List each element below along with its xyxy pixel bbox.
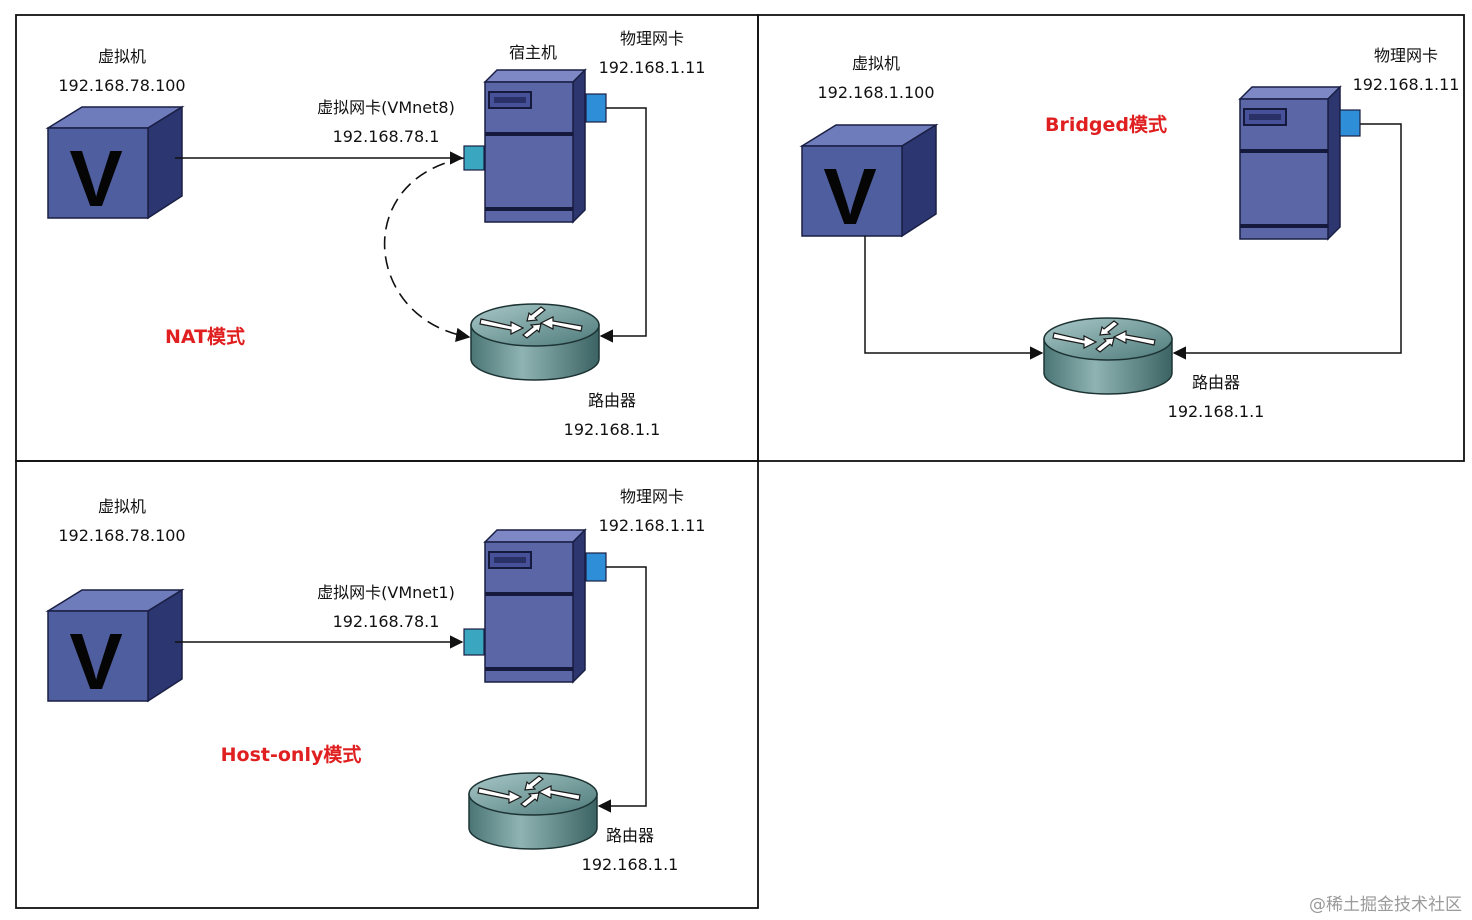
nat-host-title: 宿主机	[509, 43, 557, 62]
bridged-router-ip: 192.168.1.1	[1168, 402, 1265, 421]
bridged-vm-icon: V	[801, 124, 937, 241]
bridged-vm-ip: 192.168.1.100	[817, 83, 934, 102]
hostonly-pnic-ip: 192.168.1.11	[599, 516, 706, 535]
nat-vm-title: 虚拟机	[98, 47, 146, 66]
svg-text:V: V	[69, 617, 122, 706]
hostonly-router-icon	[468, 772, 598, 850]
nat-vnic-port-icon	[463, 145, 485, 171]
bridged-host-server-icon	[1238, 85, 1342, 241]
hostonly-host-server-icon	[483, 528, 587, 684]
hostonly-vm-ip: 192.168.78.100	[58, 526, 185, 545]
hostonly-panel-frame	[15, 460, 759, 909]
nat-panel: V 虚拟机 192.168.78.100 宿主机 虚拟网卡(VMnet8) 19…	[47, 29, 706, 439]
hostonly-link-pnic-to-router	[597, 566, 647, 813]
hostonly-vnic-ip: 192.168.78.1	[333, 612, 440, 631]
hostonly-router-ip: 192.168.1.1	[582, 855, 679, 874]
nat-router-ip: 192.168.1.1	[564, 420, 661, 439]
nat-vnic-ip: 192.168.78.1	[333, 127, 440, 146]
nat-vnic-title: 虚拟网卡(VMnet8)	[317, 98, 455, 117]
nat-pnic-ip: 192.168.1.11	[599, 58, 706, 77]
bridged-pnic-ip: 192.168.1.11	[1353, 75, 1460, 94]
nat-router-title: 路由器	[588, 391, 636, 410]
nat-pnic-port-icon	[585, 93, 607, 123]
nat-link-vnic-to-router-dashed	[383, 157, 471, 342]
watermark-text: @稀土掘金技术社区	[1309, 895, 1462, 915]
svg-text:V: V	[69, 134, 122, 223]
nat-vm-icon: V	[47, 106, 183, 223]
hostonly-vnic-title: 虚拟网卡(VMnet1)	[317, 583, 455, 602]
svg-text:V: V	[823, 152, 876, 241]
bridged-router-title: 路由器	[1192, 373, 1240, 392]
hostonly-router-title: 路由器	[606, 826, 654, 845]
nat-vm-ip: 192.168.78.100	[58, 76, 185, 95]
bridged-pnic-title: 物理网卡	[1374, 46, 1438, 65]
hostonly-mode-label: Host-only模式	[221, 743, 362, 766]
hostonly-pnic-title: 物理网卡	[620, 487, 684, 506]
bridged-router-icon	[1043, 317, 1173, 395]
nat-router-icon	[470, 303, 600, 381]
nat-host-server-icon	[483, 68, 587, 224]
bridged-panel: V 虚拟机 192.168.1.100 物理网卡 192.168.1.11 路由…	[801, 46, 1460, 421]
nat-link-pnic-to-router	[599, 107, 647, 343]
bridged-mode-label: Bridged模式	[1045, 113, 1167, 136]
hostonly-panel: V 虚拟机 192.168.78.100 虚拟网卡(VMnet1) 192.16…	[47, 487, 706, 874]
nat-pnic-title: 物理网卡	[620, 29, 684, 48]
hostonly-vm-title: 虚拟机	[98, 497, 146, 516]
bridged-vm-title: 虚拟机	[852, 54, 900, 73]
nat-mode-label: NAT模式	[165, 325, 245, 348]
hostonly-vnic-port-icon	[463, 628, 485, 656]
bridged-pnic-port-icon	[1339, 109, 1361, 137]
hostonly-pnic-port-icon	[585, 552, 607, 582]
hostonly-vm-icon: V	[47, 589, 183, 706]
bridged-link-vm-to-router	[864, 236, 1044, 360]
bridged-panel-frame	[757, 14, 1465, 462]
bridged-link-pnic-to-router	[1172, 123, 1402, 360]
